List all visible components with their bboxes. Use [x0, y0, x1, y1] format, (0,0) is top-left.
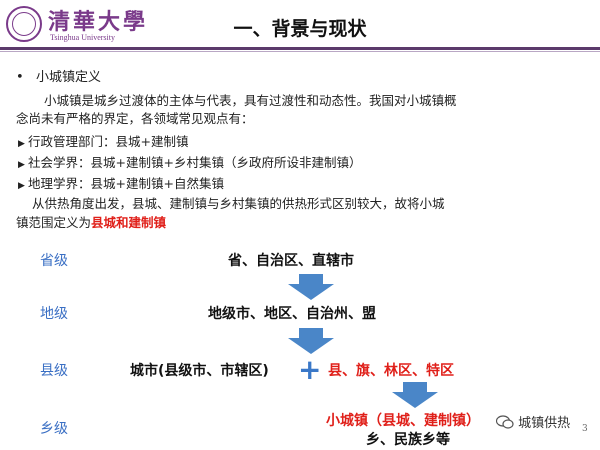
section-bullet: • 小城镇定义 — [16, 66, 101, 85]
scope-highlight: 县城和建制镇 — [91, 215, 167, 230]
scope-line-2: 镇范围定义为县城和建制镇 — [16, 215, 167, 230]
level-label-county: 县级 — [40, 363, 68, 379]
county-units: 县、旗、林区、特区 — [328, 363, 454, 379]
section-heading: 小城镇定义 — [36, 70, 102, 85]
page-number: 3 — [582, 424, 588, 434]
down-arrow-icon — [392, 382, 438, 408]
triangle-right-icon: ▶ — [18, 181, 25, 191]
definition-line-2: 念尚未有严格的界定，各领域常见观点有： — [16, 111, 254, 126]
down-arrow-icon — [288, 328, 334, 354]
down-arrow-icon — [288, 274, 334, 300]
wechat-watermark: 城镇供热 — [495, 412, 571, 431]
bullet-dot-icon: • — [16, 70, 24, 85]
plus-sign: + — [298, 353, 322, 386]
level-label-township: 乡级 — [40, 421, 68, 437]
list-item: ▶社会学界：县城+建制镇+乡村集镇（乡政府所设非建制镇） — [18, 155, 362, 170]
slide-header: 清華大學 Tsinghua University 一、背景与现状 — [0, 0, 600, 52]
list-item: ▶地理学界：县城+建制镇+自然集镇 — [18, 176, 224, 191]
header-rule — [0, 47, 600, 50]
university-logo: 清華大學 Tsinghua University — [6, 6, 156, 48]
list-item: ▶行政管理部门：县城+建制镇 — [18, 134, 189, 149]
university-name-en: Tsinghua University — [50, 33, 115, 42]
township-units: 乡、民族乡等 — [366, 432, 450, 448]
wechat-icon — [495, 415, 514, 429]
wechat-account-name: 城镇供热 — [518, 416, 571, 431]
triangle-right-icon: ▶ — [18, 160, 25, 170]
triangle-right-icon: ▶ — [18, 139, 25, 149]
level-label-province: 省级 — [40, 253, 68, 269]
header-rule-thin — [0, 51, 600, 52]
university-name-cn: 清華大學 — [48, 9, 149, 35]
province-units: 省、自治区、直辖市 — [228, 253, 354, 269]
definition-line-1: 小城镇是城乡过渡体的主体与代表，具有过渡性和动态性。我国对小城镇概 — [44, 93, 457, 108]
prefecture-units: 地级市、地区、自治州、盟 — [208, 306, 376, 322]
county-level-cities: 城市(县级市、市辖区) — [130, 363, 269, 379]
scope-line-1: 从供热角度出发，县城、建制镇与乡村集镇的供热形式区别较大，故将小城 — [32, 196, 445, 211]
small-town-definition: 小城镇（县城、建制镇） — [326, 413, 480, 429]
tsinghua-seal-icon — [6, 6, 42, 42]
level-label-prefecture: 地级 — [40, 306, 68, 322]
slide-title: 一、背景与现状 — [233, 18, 367, 40]
